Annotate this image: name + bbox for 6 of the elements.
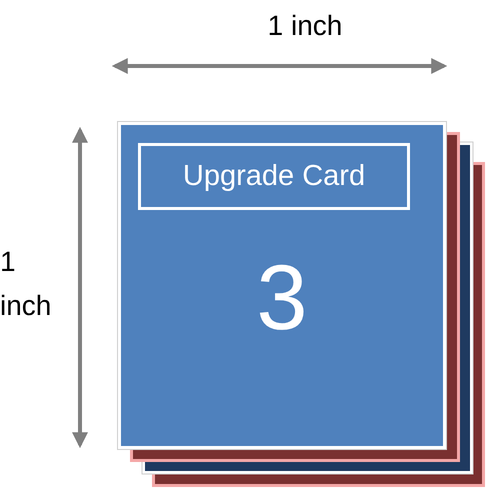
card bbox=[118, 122, 446, 449]
card-title-box bbox=[138, 143, 410, 210]
card-title: Upgrade Card bbox=[182, 162, 366, 191]
card-number: 3 bbox=[256, 252, 308, 344]
dimension-label: 1 inch bbox=[0, 245, 52, 323]
dimension-label: 1 inch bbox=[266, 9, 344, 43]
